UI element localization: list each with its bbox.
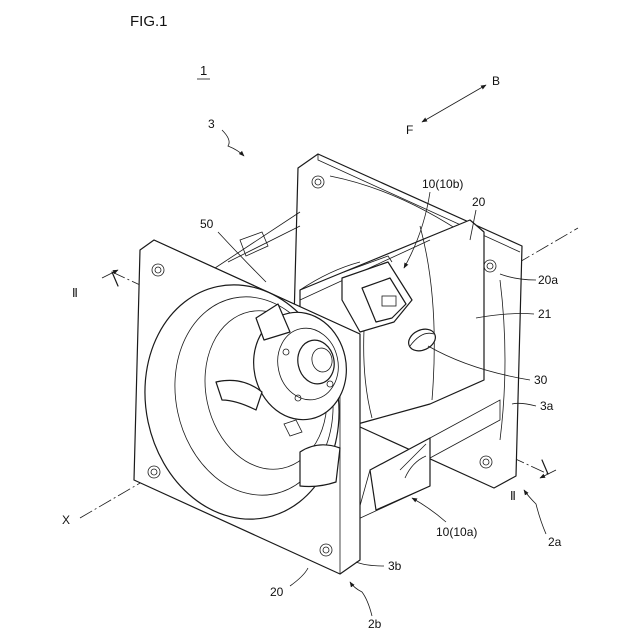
direction-arrow [422, 85, 486, 122]
label-20-top: 20 [472, 195, 486, 209]
direction-front-label: F [406, 123, 413, 137]
direction-back-label: B [492, 74, 500, 88]
figure-title: FIG.1 [130, 13, 168, 30]
label-10-10b: 10(10b) [422, 177, 463, 191]
device-reference: 1 [200, 63, 207, 78]
label-3: 3 [208, 117, 215, 131]
label-3a: 3a [540, 399, 554, 413]
label-50: 50 [200, 217, 214, 231]
label-2a: 2a [548, 535, 562, 549]
label-21: 21 [538, 307, 552, 321]
label-20-bottom: 20 [270, 585, 284, 599]
section-label-left: Ⅱ [72, 286, 78, 300]
section-label-right: Ⅱ [510, 489, 516, 503]
label-10-10a: 10(10a) [436, 525, 477, 539]
label-3b: 3b [388, 559, 402, 573]
label-30: 30 [534, 373, 548, 387]
axis-x-label: X [62, 513, 70, 527]
label-2b: 2b [368, 617, 382, 631]
label-20a: 20a [538, 273, 558, 287]
